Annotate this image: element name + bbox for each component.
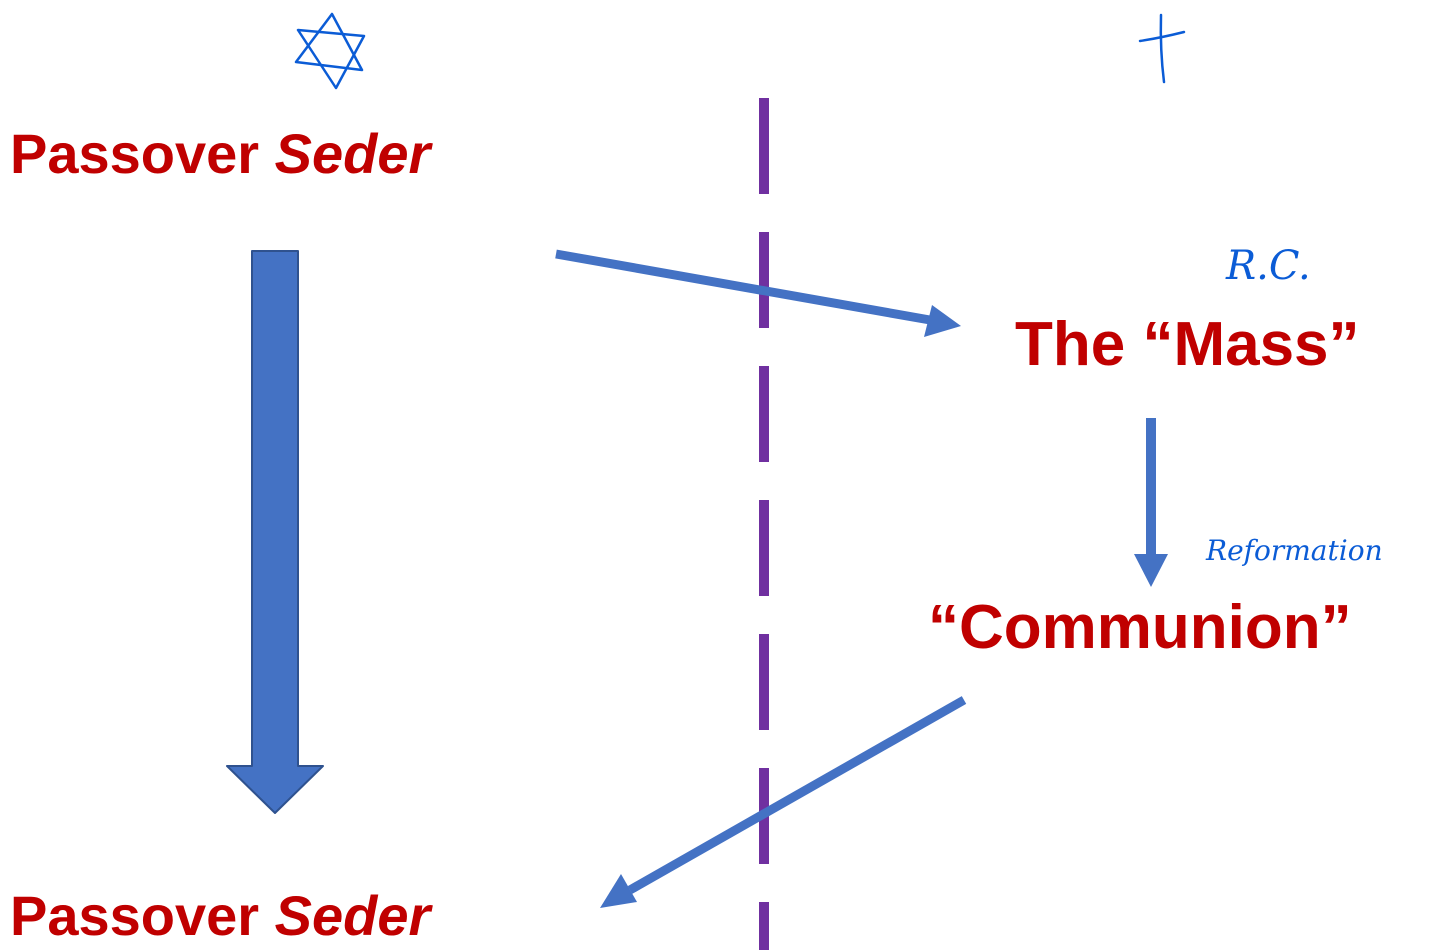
passover-top-word: Passover xyxy=(10,122,260,185)
arrow-communion-to-seder xyxy=(600,696,967,908)
passover-bottom-word: Passover xyxy=(10,884,260,947)
reformation-note: Reformation xyxy=(1205,534,1383,567)
star-of-david-icon xyxy=(294,12,366,90)
communion-label: “Communion” xyxy=(928,593,1352,662)
passover-seder-bottom-label: Passover Seder xyxy=(10,888,430,944)
cross-icon xyxy=(1138,13,1186,84)
arrow-mass-to-communion xyxy=(1134,418,1168,587)
arrow-seder-to-mass xyxy=(555,249,961,337)
passover-seder-top-label: Passover Seder xyxy=(10,126,430,182)
seder-top-word: Seder xyxy=(274,122,431,185)
big-down-arrow xyxy=(226,250,324,814)
rc-note: R.C. xyxy=(1225,243,1311,289)
the-mass-label: The “Mass” xyxy=(1015,310,1360,379)
seder-bottom-word: Seder xyxy=(274,884,431,947)
